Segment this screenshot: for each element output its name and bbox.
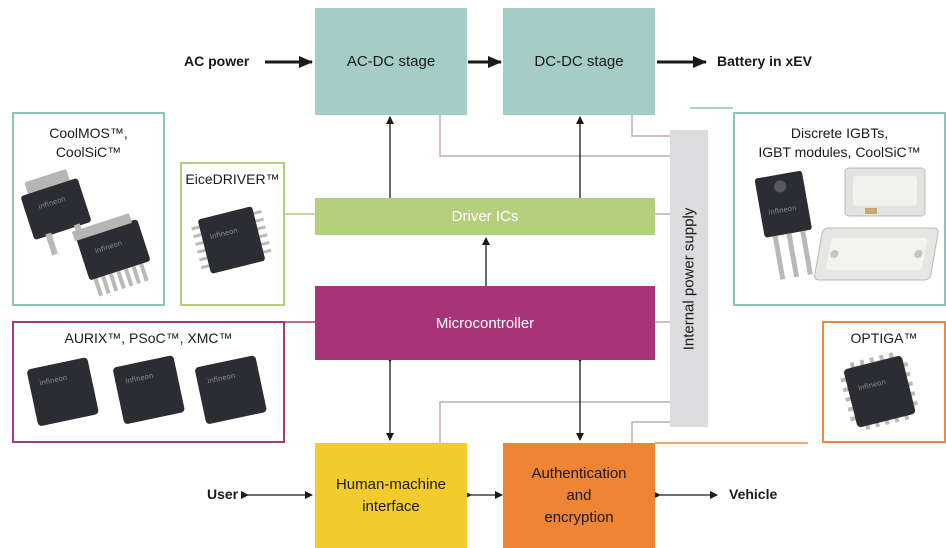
auth-line-2: and: [566, 486, 592, 504]
igbt-image: infineon: [754, 167, 939, 281]
vehicle-label: Vehicle: [729, 486, 778, 502]
ac-dc-stage-block: AC-DC stage: [315, 8, 467, 115]
ac-power-label: AC power: [184, 53, 250, 69]
driver-chip-image: infineon: [191, 206, 272, 274]
eicedriver-label: EiceDRIVER™: [185, 171, 280, 187]
optiga-frame: OPTIGA™ infineon: [822, 321, 946, 443]
user-label: User: [207, 486, 239, 502]
optiga-chip-image: infineon: [840, 352, 918, 430]
aurix-frame: AURIX™, PSoC™, XMC™ infineon infineon in…: [12, 321, 285, 443]
auth-line-3: encryption: [544, 508, 614, 526]
igbt-line-2: IGBT modules, CoolSiC™: [758, 144, 921, 160]
microcontroller-block: Microcontroller: [315, 286, 655, 360]
hmi-line-2: interface: [362, 497, 420, 515]
auth-line-1: Authentication: [531, 464, 627, 482]
eicedriver-frame: EiceDRIVER™ infineon: [180, 162, 285, 306]
hmi-line-1: Human-machine: [335, 475, 447, 493]
igbt-frame: Discrete IGBTs, IGBT modules, CoolSiC™ i…: [733, 112, 946, 306]
optiga-label: OPTIGA™: [850, 330, 918, 346]
coolmos-frame: CoolMOS™, CoolSiC™ infineon infineon: [12, 112, 165, 306]
hmi-block: Human-machine interface: [315, 443, 467, 548]
coolmos-line-1: CoolMOS™,: [49, 125, 128, 141]
internal-power-supply-block: Internal power supply: [670, 130, 708, 427]
battery-label: Battery in xEV: [717, 53, 812, 69]
igbt-line-1: Discrete IGBTs,: [790, 125, 889, 141]
mosfet-chips-image: infineon infineon: [21, 169, 150, 297]
supply-lines: [439, 115, 670, 443]
aurix-label: AURIX™, PSoC™, XMC™: [64, 330, 233, 346]
dc-dc-stage-block: DC-DC stage: [503, 8, 655, 115]
driver-ics-block: Driver ICs: [315, 198, 655, 235]
mcu-chips-image: infineon infineon infineon: [27, 355, 267, 426]
coolmos-line-2: CoolSiC™: [55, 144, 122, 160]
auth-block: Authentication and encryption: [503, 443, 655, 548]
internal-power-supply-label: Internal power supply: [680, 207, 698, 350]
